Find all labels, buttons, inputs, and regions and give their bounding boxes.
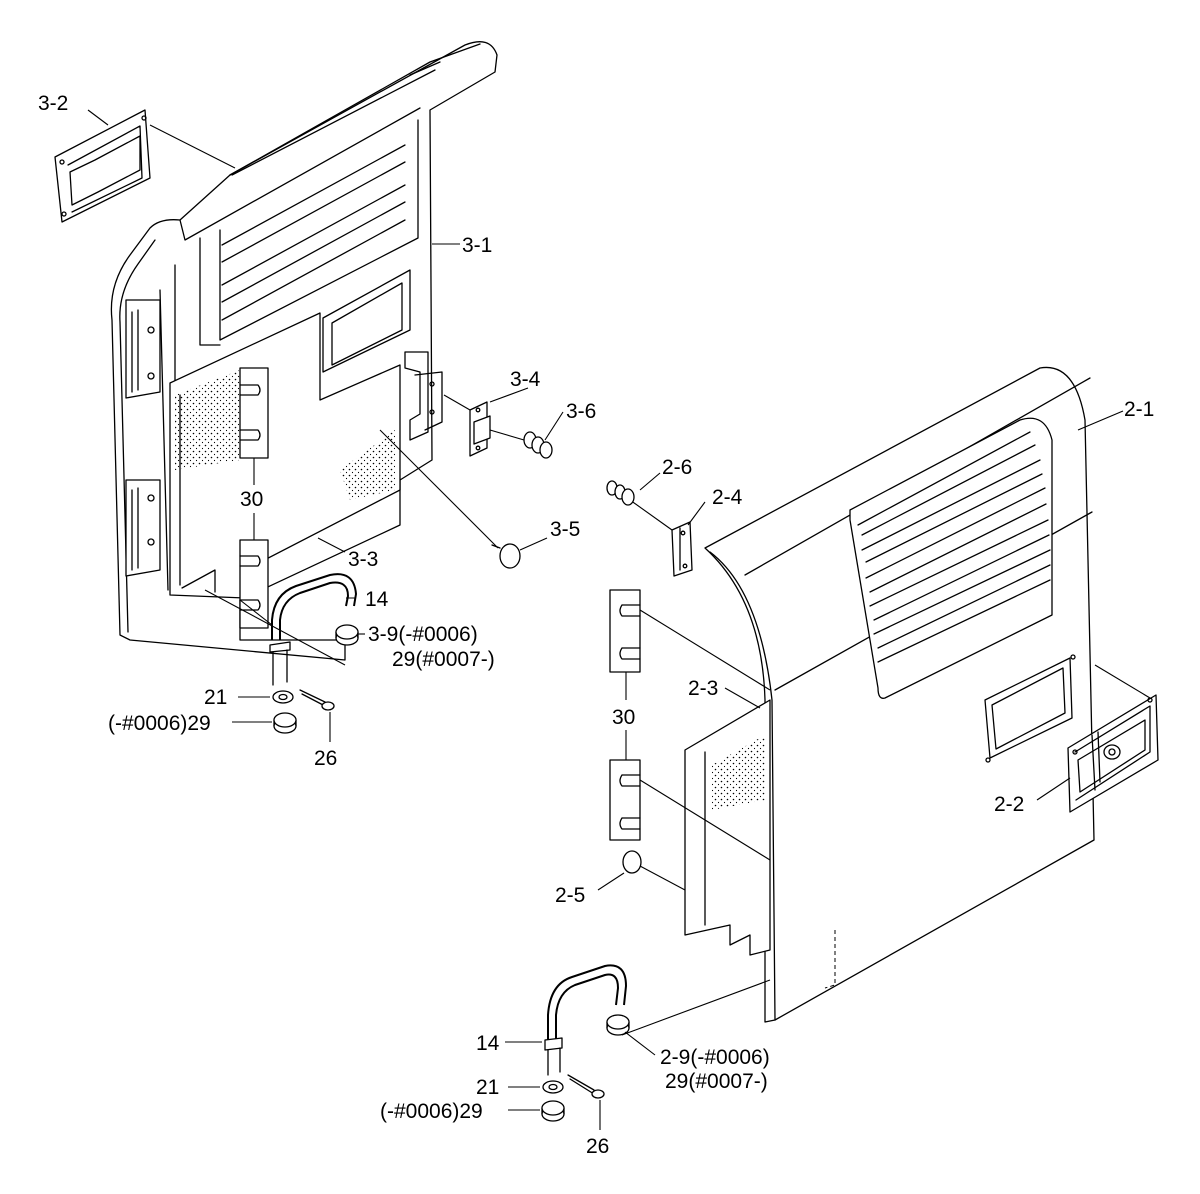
label-26-right: 26 (586, 1135, 609, 1158)
label-29-right: (-#0006)29 (380, 1100, 483, 1123)
handle-cup-3-2 (54, 109, 236, 223)
label-29-2-9: 29(#0007-) (665, 1070, 768, 1093)
shim-30-left (239, 367, 269, 629)
handle-2-2 (1067, 664, 1159, 813)
label-3-9: 3-9(-#0006) (368, 623, 478, 646)
door-panel-2-1 (704, 366, 1095, 1023)
inner-panel-2-3 (684, 699, 771, 956)
label-3-6: 3-6 (566, 400, 596, 423)
nut-29-left (273, 712, 297, 734)
bolt-3-6 (489, 429, 553, 459)
label-21-right: 21 (476, 1076, 499, 1099)
label-2-6: 2-6 (662, 456, 692, 479)
label-2-2: 2-2 (994, 793, 1024, 816)
cotter-26-right (567, 1074, 605, 1099)
nut-3-9-left (335, 624, 359, 646)
label-3-4: 3-4 (510, 368, 541, 391)
shim-30-right (609, 589, 771, 861)
label-14-right: 14 (476, 1032, 500, 1055)
part-labels: 3-2 3-1 3-4 3-6 30 3-5 3-3 14 3-9(-#0006… (38, 92, 1154, 1158)
label-3-3: 3-3 (348, 548, 378, 571)
bolt-2-6 (606, 480, 635, 506)
label-29-3-9: 29(#0007-) (392, 648, 495, 671)
label-2-1: 2-1 (1124, 398, 1154, 421)
stopper-3-5 (379, 429, 521, 569)
label-3-1: 3-1 (462, 234, 492, 257)
pin-14-left (204, 573, 357, 686)
label-3-5: 3-5 (550, 518, 580, 541)
door-panel-3-1 (110, 41, 498, 661)
latch-2-4 (629, 499, 693, 577)
cotter-26-left (299, 689, 335, 711)
label-30-right: 30 (612, 706, 635, 729)
label-2-5: 2-5 (555, 884, 585, 907)
label-14-left: 14 (365, 588, 389, 611)
label-26-left: 26 (314, 747, 337, 770)
label-30-left: 30 (240, 488, 263, 511)
pin-14-right (544, 964, 771, 1076)
latch-3-4 (443, 394, 491, 457)
label-2-3: 2-3 (688, 677, 718, 700)
label-2-9: 2-9(-#0006) (660, 1046, 770, 1069)
stopper-2-5 (622, 850, 686, 891)
right-door-panel-assembly (541, 366, 1159, 1122)
label-21-left: 21 (204, 686, 227, 709)
washer-21-left (272, 690, 294, 704)
label-3-2: 3-2 (38, 92, 68, 115)
nut-29-right (541, 1100, 565, 1122)
left-door-panel-assembly (54, 41, 553, 734)
label-29-left: (-#0006)29 (108, 712, 211, 735)
leader-lines (87, 109, 1124, 1130)
label-2-4: 2-4 (712, 486, 743, 509)
washer-21-right (542, 1080, 564, 1094)
nut-2-9-right (606, 1014, 630, 1036)
